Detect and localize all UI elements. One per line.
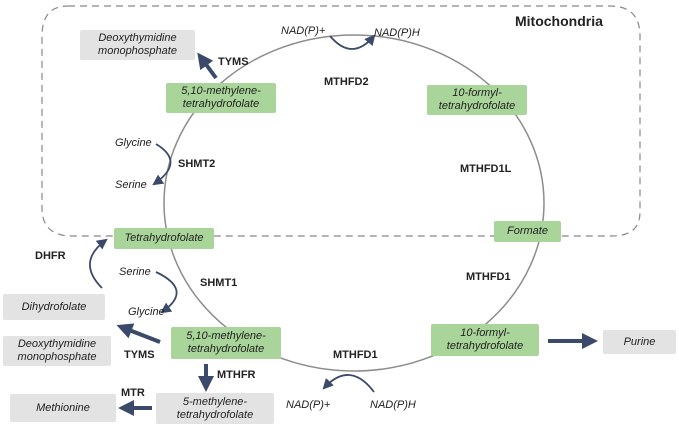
enzyme-tyms-cyto: TYMS — [124, 349, 155, 361]
cofactor-nadph-top: NAD(P)H — [374, 27, 420, 39]
node-formate: Formate — [494, 221, 561, 242]
cofactor-serine-mito: Serine — [115, 179, 147, 191]
nadp-top-arrow — [329, 34, 376, 50]
enzyme-mthfr: MTHFR — [217, 369, 256, 381]
cofactor-glycine-mito: Glycine — [115, 137, 152, 149]
node-tetrahydrofolate: Tetrahydrofolate — [114, 228, 214, 249]
mitochondria-membrane — [41, 5, 641, 237]
enzyme-mtr: MTR — [121, 387, 145, 399]
tyms-c-arrow — [116, 323, 161, 344]
node-mito-formyl-thf: 10-formyl- tetrahydrofolate — [427, 85, 527, 115]
enzyme-tyms-mito: TYMS — [218, 56, 249, 68]
mitochondria-label: Mitochondria — [515, 13, 603, 29]
enzyme-mthfd1-right: MTHFD1 — [466, 271, 511, 283]
cofactor-nadp-top: NAD(P)+ — [281, 25, 326, 37]
enzyme-dhfr: DHFR — [35, 250, 66, 262]
node-dtmp-mito: Deoxythymidine monophosphate — [80, 30, 195, 60]
cofactor-nadph-bottom: NAD(P)H — [370, 399, 416, 411]
tyms-m-arrow — [197, 52, 218, 80]
cofactor-nadp-bottom: NAD(P)+ — [286, 399, 331, 411]
cofactor-serine-cyto: Serine — [119, 266, 151, 278]
node-purine: Purine — [603, 330, 676, 354]
enzyme-shmt2: SHMT2 — [178, 158, 216, 170]
node-methionine: Methionine — [10, 394, 116, 422]
enzyme-mthfd1l: MTHFD1L — [460, 163, 512, 175]
node-dihydrofolate: Dihydrofolate — [3, 294, 105, 320]
node-cyto-formyl-thf: 10-formyl- tetrahydrofolate — [431, 324, 539, 356]
shmt1-arrow — [155, 271, 178, 314]
cofactor-glycine-cyto: Glycine — [128, 306, 165, 318]
enzyme-mthfd1-bottom: MTHFD1 — [333, 349, 378, 361]
folate-cycle-ring — [163, 34, 545, 372]
node-mito-methylene-thf: 5,10-methylene- tetrahydrofolate — [166, 83, 276, 113]
shmt2-arrow — [152, 143, 172, 186]
enzyme-mthfd2: MTHFD2 — [324, 76, 369, 88]
dhfr-arrow — [89, 238, 108, 289]
enzyme-shmt1: SHMT1 — [200, 277, 238, 289]
node-cyto-methylene-thf: 5,10-methylene- tetrahydrofolate — [171, 327, 281, 359]
nadp-bottom-arrow — [322, 374, 375, 393]
node-methyl-thf: 5-methylene- tetrahydrofolate — [156, 393, 274, 424]
node-dtmp-cyto: Deoxythymidine monophosphate — [3, 336, 111, 366]
